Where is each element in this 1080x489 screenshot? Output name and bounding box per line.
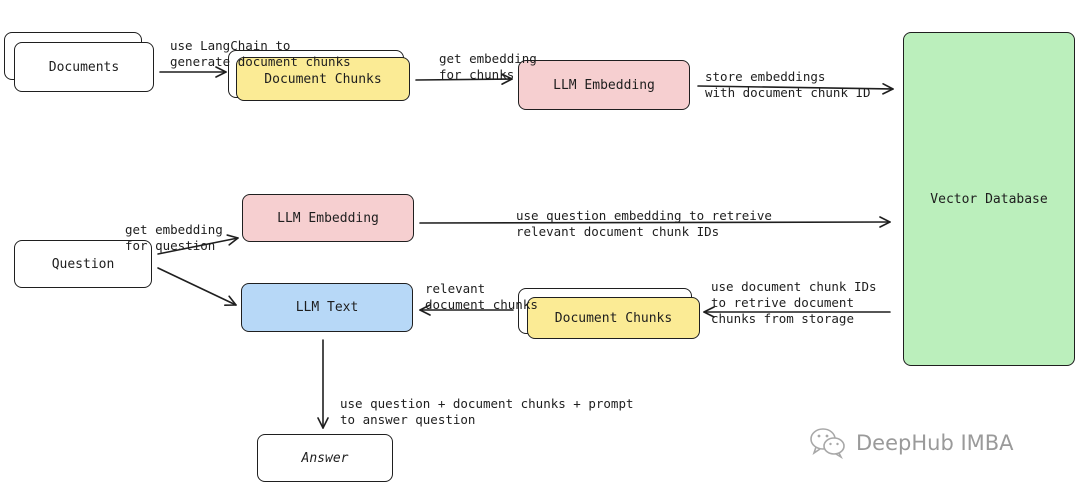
arrow-question-to-embedding [157,234,239,255]
arrow-embedding-mid-to-vectordb [419,216,891,228]
arrow-embedding-to-vectordb [697,83,894,95]
watermark-text: DeepHub IMBA [856,431,1014,455]
llm-embedding-top-node: LLM Embedding [518,60,690,110]
question-node: Question [14,240,152,288]
vector-database-node: Vector Database [903,32,1075,366]
doc-chunks-bottom-node: Document Chunks [527,297,700,339]
watermark: DeepHub IMBA [808,426,1014,460]
doc-chunks-top-node: Document Chunks [236,57,410,101]
wechat-icon [810,428,845,460]
arrow-question-to-llm-text [157,267,237,307]
llm-text-node: LLM Text [241,283,413,332]
arrow-chunks-to-embedding [415,73,513,85]
llm-embedding-mid-node: LLM Embedding [242,194,414,242]
documents-node: Documents [14,42,154,92]
answer-node: Answer [257,434,393,482]
